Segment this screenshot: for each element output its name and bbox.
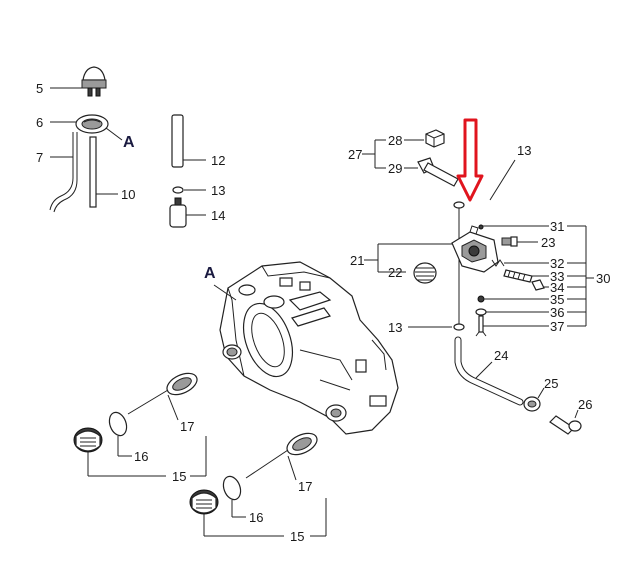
label-15-b: 15 [290,529,304,544]
part-16-oring-a [108,411,128,437]
part-14-filter [169,197,187,228]
part-6-grommet [75,114,109,134]
part-25-bushing [523,396,541,412]
label-16-b: 16 [249,510,263,525]
label-25: 25 [544,376,558,391]
label-17-a: 17 [180,419,194,434]
part-23-screw [501,236,518,247]
part-5-primer [81,66,107,97]
part-35-ring [477,295,485,303]
label-24: 24 [494,348,508,363]
label-36: 36 [550,305,564,320]
label-14: 14 [211,208,225,223]
highlight-arrow [456,118,484,202]
part-24-oil-hose [454,336,524,406]
part-29-pin [417,157,459,187]
part-21-oil-pump [451,225,499,273]
label-7: 7 [36,150,43,165]
label-35: 35 [550,292,564,307]
part-15-cap-a [73,427,103,453]
label-6: 6 [36,115,43,130]
part-12-tube [171,114,184,168]
label-32: 32 [550,256,564,271]
part-26-pin [549,415,582,435]
label-34: 34 [550,280,564,295]
label-29: 29 [388,161,402,176]
part-34-cap [531,279,545,291]
part-37-pin [475,315,487,337]
part-36-washer [475,308,487,316]
ref-label-a-body: A [204,265,216,282]
part-13-washer-lower [453,323,465,331]
label-13-top: 13 [211,183,225,198]
label-15-a: 15 [172,469,186,484]
part-33-adjust-screw [503,269,533,283]
label-16-a: 16 [134,449,148,464]
part-15-cap-b [189,489,219,515]
ref-label-a-top: A [123,134,135,151]
part-16-oring-b [222,475,242,501]
label-30: 30 [596,271,610,286]
label-13-right-top: 13 [517,143,531,158]
part-28-block [425,129,445,148]
part-17-strainer-a [127,372,198,415]
label-22: 22 [388,265,402,280]
part-32-spring [491,259,505,267]
label-28: 28 [388,133,402,148]
part-22-worm-gear [413,262,437,284]
label-21: 21 [350,253,364,268]
part-17-strainer-b [245,432,318,479]
label-12: 12 [211,153,225,168]
label-10: 10 [121,187,135,202]
label-5: 5 [36,81,43,96]
label-37: 37 [550,319,564,334]
crankcase-housing [219,261,399,435]
label-27: 27 [348,147,362,162]
label-26: 26 [578,397,592,412]
label-23: 23 [541,235,555,250]
label-31: 31 [550,219,564,234]
part-13-washer-right [453,201,465,209]
label-13-lower: 13 [388,320,402,335]
label-17-b: 17 [298,479,312,494]
part-13-washer-top [172,186,184,194]
label-33: 33 [550,269,564,284]
